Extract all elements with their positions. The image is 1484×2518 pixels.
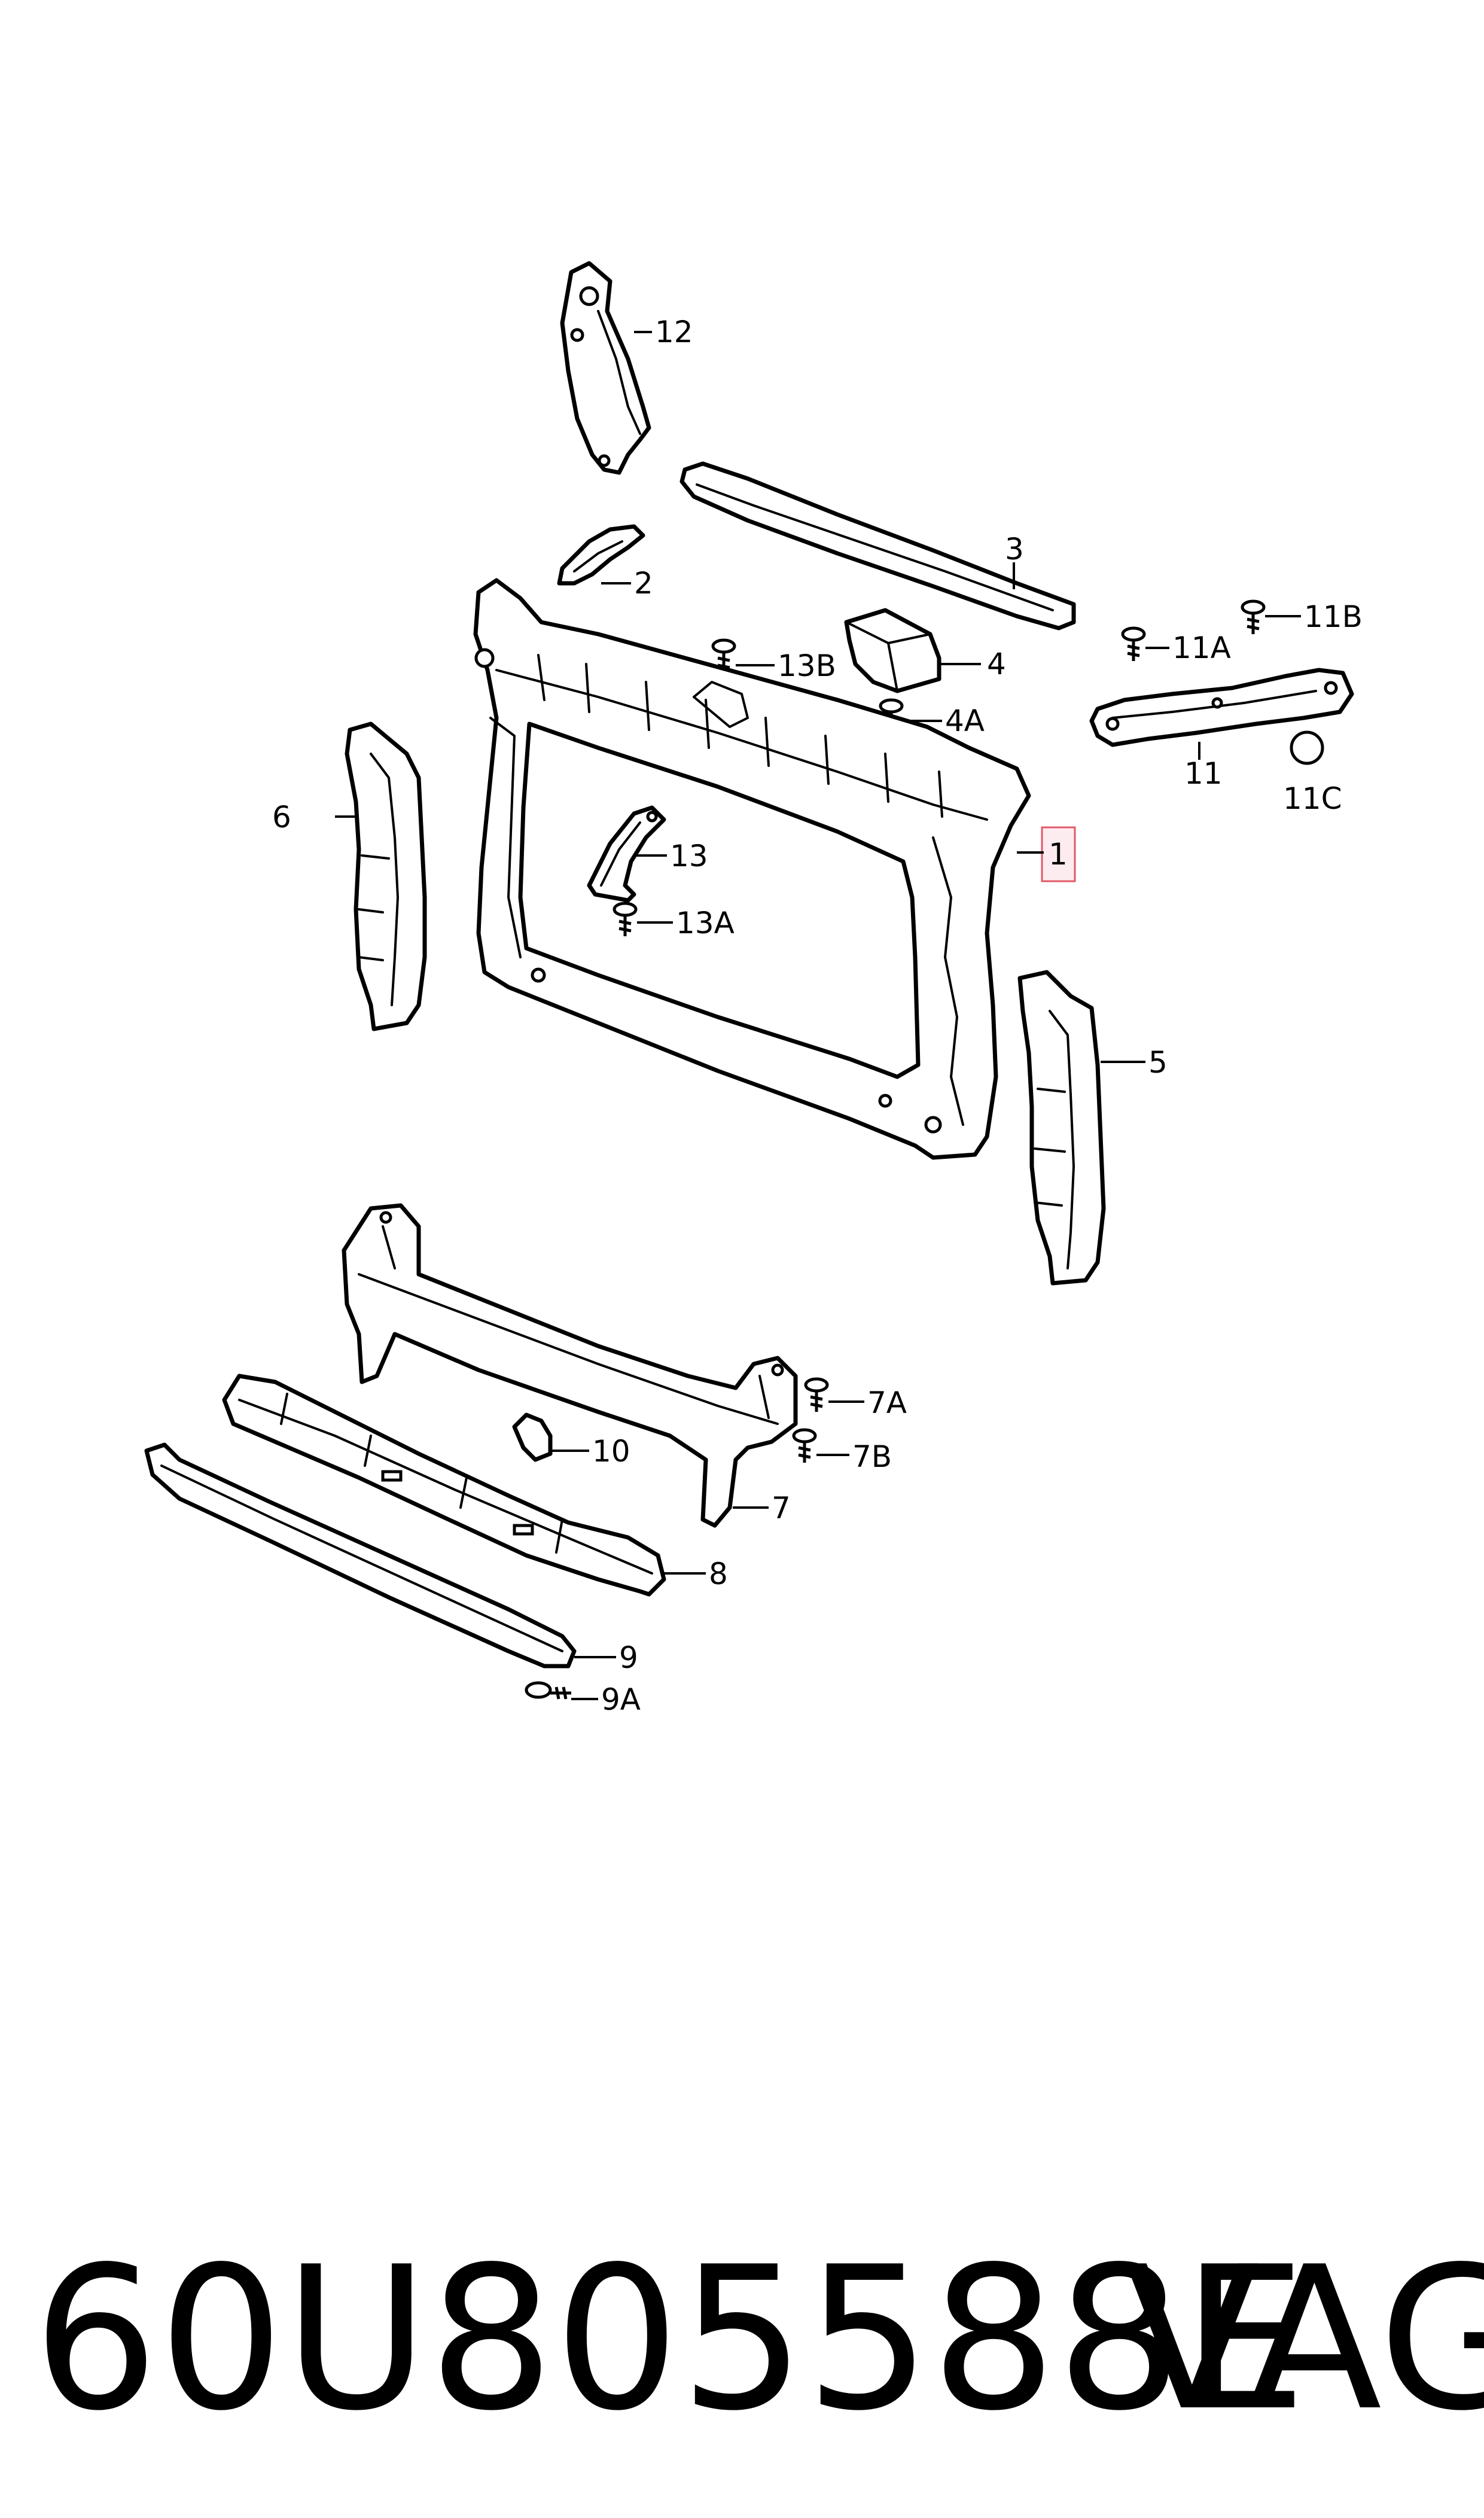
part-8-energy-absorber [222, 1374, 666, 1597]
callout-10: 10 [592, 1434, 630, 1469]
callout-3: 3 [1005, 532, 1024, 567]
part-13-inner-bracket [587, 805, 666, 903]
callout-11a: 11A [1172, 631, 1231, 665]
bolt-7b-icon [792, 1428, 817, 1463]
part-12-bracket [560, 261, 651, 475]
brand-name: VAG [1125, 2224, 1484, 2454]
callout-12: 12 [655, 315, 693, 349]
footer: 60U805588E VAG [0, 2213, 1484, 2465]
callout-13: 13 [670, 839, 708, 873]
callout-5: 5 [1148, 1045, 1168, 1080]
part-11c-plug-icon [1290, 730, 1324, 765]
bolt-13a-icon [613, 902, 638, 936]
callout-13b: 13B [778, 648, 836, 683]
callout-13a: 13A [676, 906, 735, 940]
callout-6: 6 [272, 800, 291, 835]
part-1-front-panel [473, 578, 1031, 1160]
callout-8: 8 [709, 1557, 728, 1591]
bolt-11b-icon [1241, 599, 1266, 634]
part-10-clip [512, 1412, 553, 1462]
callout-11b: 11B [1304, 599, 1363, 634]
callout-7b: 7B [852, 1439, 892, 1474]
callout-4: 4 [987, 647, 1006, 681]
part-6-left-air-guide [345, 721, 427, 1031]
callout-1: 1 [1049, 837, 1068, 872]
callout-1-highlight [1041, 826, 1076, 882]
part-2-clip [557, 524, 645, 586]
part-number: 60U805588E [33, 2224, 1307, 2454]
callout-9: 9 [619, 1640, 638, 1675]
callout-11c: 11C [1283, 781, 1342, 816]
callout-7: 7 [772, 1491, 791, 1526]
part-11-side-bracket [1089, 668, 1354, 747]
callout-11: 11 [1184, 756, 1223, 791]
part-9-trim-strip [144, 1442, 577, 1668]
bolt-11a-icon [1121, 626, 1146, 661]
bolt-7a-icon [804, 1377, 829, 1412]
bolt-9a-icon [525, 1681, 571, 1700]
callout-9a: 9A [601, 1682, 641, 1717]
callout-2: 2 [634, 566, 653, 601]
callout-4a: 4A [945, 704, 985, 738]
part-3-cross-member [679, 461, 1076, 631]
part-4-block [844, 608, 941, 693]
part-7-bumper-beam [342, 1203, 798, 1528]
callout-7a: 7A [867, 1386, 907, 1420]
bolt-13b-icon [711, 638, 736, 673]
part-5-right-air-guide [1017, 970, 1106, 1286]
